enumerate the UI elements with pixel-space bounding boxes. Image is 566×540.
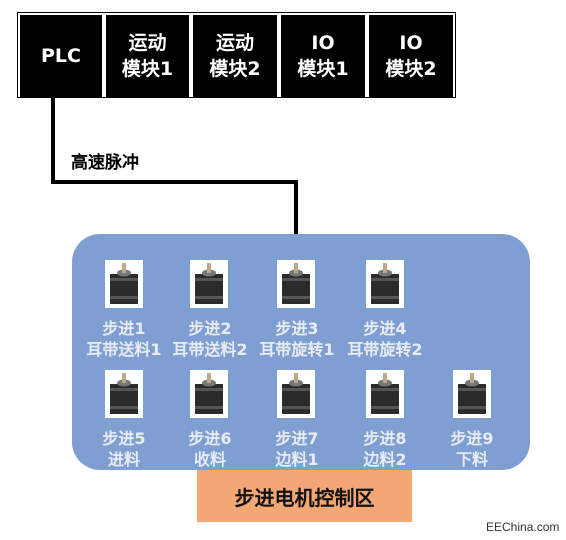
motor-label-9: 步进9 下料 bbox=[422, 428, 522, 470]
module-label-line2: 模块1 bbox=[297, 58, 349, 80]
module-label: PLC bbox=[41, 45, 81, 67]
stepper-motor-icon bbox=[366, 260, 404, 308]
motor-function: 收料 bbox=[193, 450, 226, 469]
motor-function: 耳带旋转2 bbox=[347, 340, 423, 359]
module-label-line2: 模块1 bbox=[121, 58, 174, 80]
module-motion-1: 运动 模块1 bbox=[106, 15, 189, 97]
module-label-line1: 运动 bbox=[128, 32, 167, 54]
motor-name: 步进3 bbox=[275, 319, 319, 338]
module-motion-2: 运动 模块2 bbox=[193, 15, 277, 97]
stepper-motor-icon bbox=[190, 260, 228, 308]
motor-function: 耳带送料2 bbox=[172, 340, 248, 359]
module-plc: PLC bbox=[20, 15, 102, 97]
stepper-motor-icon bbox=[105, 260, 143, 308]
motor-name: 步进4 bbox=[363, 319, 407, 338]
motor-function: 耳带旋转1 bbox=[259, 340, 335, 359]
signal-label: 高速脉冲 bbox=[71, 153, 139, 173]
motor-name: 步进6 bbox=[188, 429, 232, 448]
stepper-motor-icon bbox=[105, 370, 143, 418]
motor-function: 耳带送料1 bbox=[86, 340, 162, 359]
module-bar: PLC 运动 模块1 运动 模块2 IO 模块1 IO 模块2 bbox=[17, 12, 456, 98]
pulse-wire-horizontal bbox=[51, 180, 298, 184]
module-io-1: IO 模块1 bbox=[281, 15, 365, 97]
stepper-motor-icon bbox=[277, 260, 315, 308]
zone-title: 步进电机控制区 bbox=[197, 470, 412, 522]
motor-label-2: 步进2 耳带送料2 bbox=[160, 318, 260, 360]
motor-label-7: 步进7 边料1 bbox=[247, 428, 347, 470]
motor-name: 步进7 bbox=[275, 429, 319, 448]
motor-label-8: 步进8 边料2 bbox=[335, 428, 435, 470]
module-label-line2: 模块2 bbox=[209, 58, 261, 80]
motor-label-6: 步进6 收料 bbox=[160, 428, 260, 470]
motor-name: 步进2 bbox=[188, 319, 232, 338]
stepper-motor-icon bbox=[453, 370, 491, 418]
motor-function: 下料 bbox=[455, 450, 488, 469]
module-label-line1: 运动 bbox=[215, 32, 254, 54]
module-label-line2: 模块2 bbox=[385, 58, 437, 80]
motor-label-5: 步进5 进料 bbox=[74, 428, 174, 470]
module-io-2: IO 模块2 bbox=[369, 15, 453, 97]
stepper-motor-icon bbox=[190, 370, 228, 418]
watermark: EEChina.com bbox=[486, 520, 560, 534]
stepper-motor-icon bbox=[277, 370, 315, 418]
motor-label-1: 步进1 耳带送料1 bbox=[74, 318, 174, 360]
motor-function: 边料2 bbox=[363, 450, 407, 469]
pulse-wire-vertical-1 bbox=[51, 98, 55, 184]
motor-name: 步进1 bbox=[102, 319, 146, 338]
motor-name: 步进8 bbox=[363, 429, 407, 448]
motor-label-4: 步进4 耳带旋转2 bbox=[335, 318, 435, 360]
module-label-line1: IO bbox=[399, 32, 423, 54]
module-label-line1: IO bbox=[311, 32, 335, 54]
pulse-wire-vertical-2 bbox=[294, 180, 298, 266]
motor-name: 步进5 bbox=[102, 429, 146, 448]
motor-function: 进料 bbox=[107, 450, 140, 469]
stepper-motor-icon bbox=[366, 370, 404, 418]
motor-name: 步进9 bbox=[450, 429, 494, 448]
motor-label-3: 步进3 耳带旋转1 bbox=[247, 318, 347, 360]
motor-function: 边料1 bbox=[275, 450, 319, 469]
